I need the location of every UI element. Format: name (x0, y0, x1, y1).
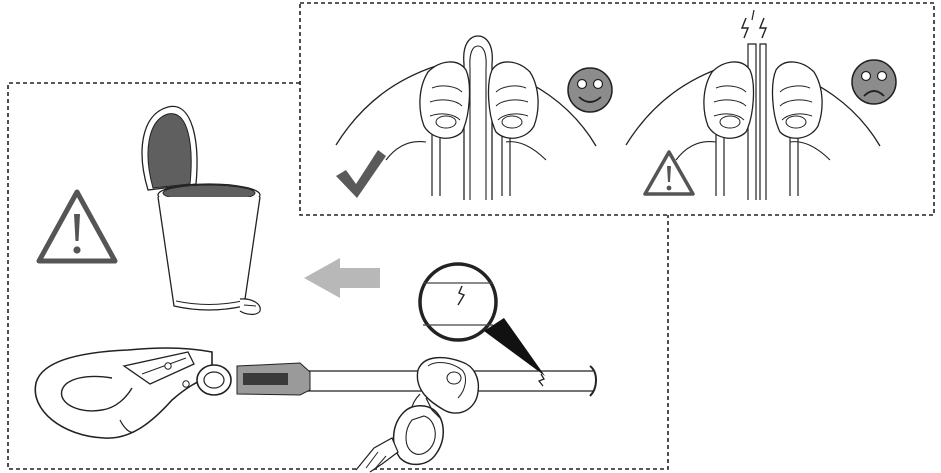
trash-bin-icon (141, 105, 261, 315)
magnified-rope-strip (423, 282, 493, 326)
warning-triangle-icon (36, 189, 118, 264)
arrow-left-icon (304, 258, 380, 298)
smiley-sad-icon (851, 59, 897, 105)
check-mark-icon (336, 150, 386, 198)
warning-triangle-icon (643, 150, 695, 196)
inspection-panel-border (299, 2, 935, 216)
carabiner-icon (355, 397, 444, 473)
crack-icon (457, 285, 466, 306)
hand-holding-rope-illustration (335, 35, 597, 200)
rope-adjuster (410, 356, 480, 427)
discard-panel-border (7, 82, 669, 470)
rope-damage-mark (537, 373, 545, 387)
rope-sleeve (236, 362, 311, 396)
smiley-happy-icon (567, 67, 613, 113)
hand-holding-damaged-rope-illustration (625, 43, 881, 200)
magnifier-callout (418, 262, 545, 376)
lanyard-hook-illustration (34, 347, 232, 439)
broken-fiber-icon (740, 9, 768, 39)
